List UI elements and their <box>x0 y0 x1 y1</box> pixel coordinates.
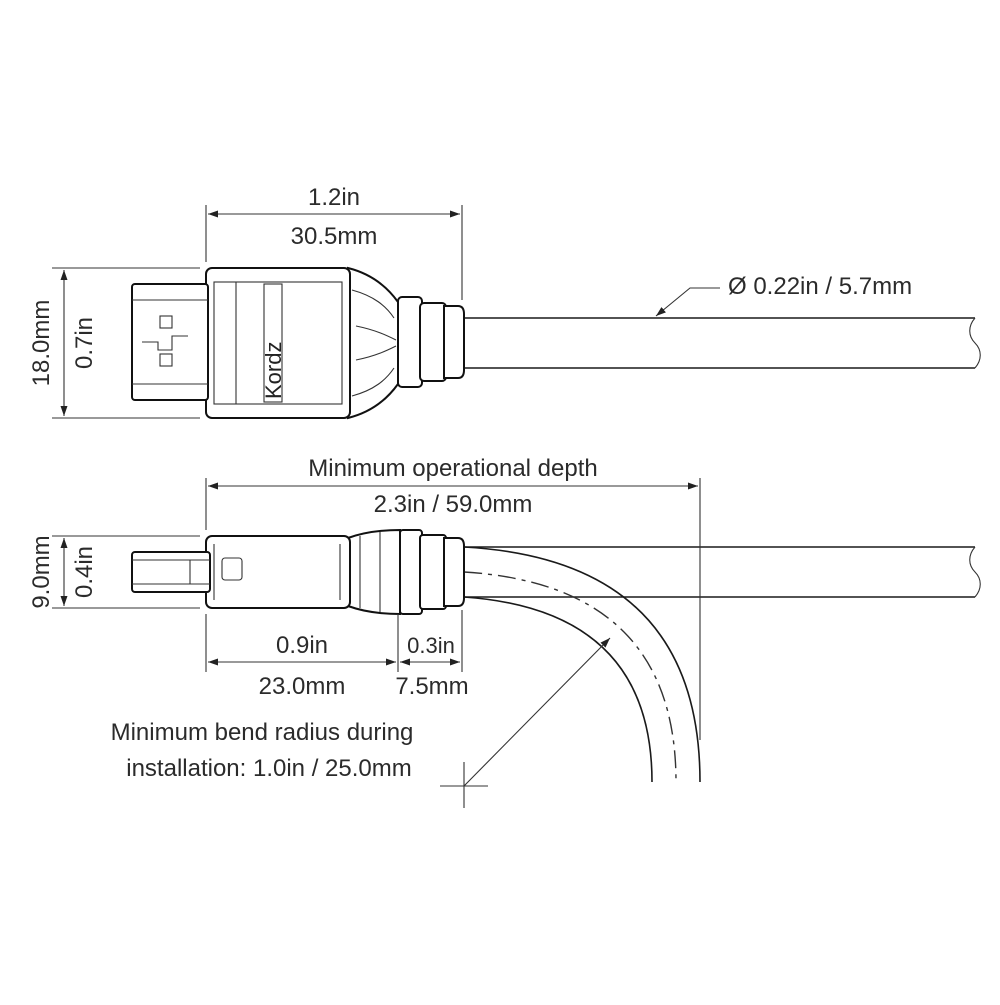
cable-diameter-label: Ø 0.22in / 5.7mm <box>728 273 912 300</box>
side-cable-break-mark <box>969 546 981 598</box>
top-boot <box>347 266 399 420</box>
body-length-in: 0.9in <box>276 632 328 659</box>
side-strain-relief <box>399 529 465 615</box>
bend-radius-line1: Minimum bend radius during <box>111 719 414 746</box>
strain-length-mm: 7.5mm <box>395 673 468 700</box>
brand-panel <box>263 283 283 403</box>
bend-radius-leader <box>463 637 611 787</box>
side-height-in: 0.4in <box>71 546 98 598</box>
bent-cable-inner <box>463 596 653 783</box>
side-boot <box>347 528 401 616</box>
cable-break-mark <box>969 317 981 369</box>
bend-radius-line2: installation: 1.0in / 25.0mm <box>126 755 411 782</box>
depth-value: 2.3in / 59.0mm <box>374 491 533 518</box>
top-length-in: 1.2in <box>308 184 360 211</box>
side-height-mm: 9.0mm <box>28 535 55 608</box>
top-height-mm: 18.0mm <box>28 300 55 387</box>
top-height-in: 0.7in <box>71 317 98 369</box>
body-length-mm: 23.0mm <box>259 673 346 700</box>
top-length-mm: 30.5mm <box>291 223 378 250</box>
top-view: Kordz 1.2in 30.5mm 18.0mm 0.7in Ø 0.22in… <box>28 184 981 420</box>
top-strain-relief <box>397 296 465 388</box>
bent-cable-outer <box>463 546 701 783</box>
side-plug-tongue <box>131 551 211 593</box>
side-view: Minimum operational depth 2.3in / 59.0mm… <box>28 455 981 808</box>
brand-logo: Kordz <box>261 342 286 399</box>
top-plug-tongue <box>131 283 209 401</box>
side-housing <box>205 535 351 609</box>
top-cable <box>462 317 981 369</box>
bend-centerline <box>463 571 677 783</box>
strain-length-in: 0.3in <box>407 633 455 658</box>
side-cable <box>462 546 981 598</box>
diameter-leader <box>655 287 720 317</box>
depth-label: Minimum operational depth <box>308 455 598 482</box>
